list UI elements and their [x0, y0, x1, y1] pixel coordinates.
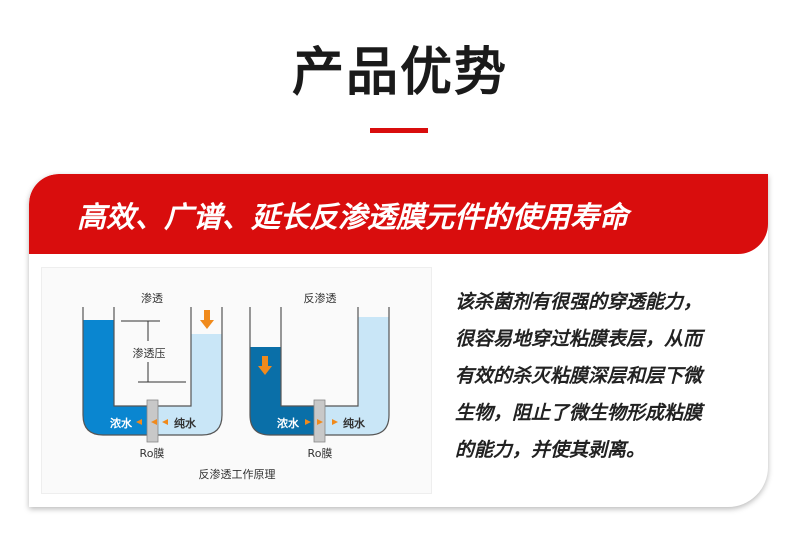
membrane-label: Ro膜 [308, 447, 333, 460]
pure-label: 纯水 [174, 416, 197, 430]
pressure-label: 渗透压 [133, 346, 166, 360]
page-title: 产品优势 [291, 43, 508, 103]
left-arrow-icon [136, 419, 168, 425]
title-underline [370, 128, 428, 133]
concentrated-label: 浓水 [110, 416, 133, 430]
reverse-osmosis-title: 反渗透 [304, 291, 337, 305]
membrane-label: Ro膜 [140, 447, 165, 460]
pure-label: 纯水 [343, 416, 366, 430]
membrane [146, 399, 159, 443]
osmosis-title: 渗透 [141, 291, 163, 305]
down-arrow-icon [258, 356, 272, 375]
description: 该杀菌剂有很强的穿透能力， 很容易地穿过粘膜表层，从而 有效的杀灭粘膜深层和层下… [455, 284, 765, 469]
reverse-osmosis-tube: 反渗透 浓水 纯水 Ro膜 [249, 291, 390, 460]
advantage-card: 高效、广谱、延长反渗透膜元件的使用寿命 渗透 渗透压 浓水 纯水 Ro [29, 174, 768, 507]
right-arrow-icon [305, 419, 338, 425]
description-line: 该杀菌剂有很强的穿透能力， [455, 291, 703, 313]
description-line: 很容易地穿过粘膜表层，从而 [455, 328, 703, 350]
concentrated-label: 浓水 [277, 416, 300, 430]
reverse-osmosis-diagram: 渗透 渗透压 浓水 纯水 Ro膜 反渗透 浓水 纯水 Ro膜 反渗透工作原理 [41, 267, 432, 494]
down-arrow-icon [200, 310, 214, 329]
banner-text: 高效、广谱、延长反渗透膜元件的使用寿命 [77, 200, 629, 234]
description-line: 有效的杀灭粘膜深层和层下微 [455, 365, 703, 387]
osmosis-tube: 渗透 渗透压 浓水 纯水 Ro膜 [82, 291, 223, 460]
description-line: 的能力，并使其剥离。 [455, 439, 646, 461]
description-line: 生物，阻止了微生物形成粘膜 [455, 402, 703, 424]
banner: 高效、广谱、延长反渗透膜元件的使用寿命 [29, 174, 768, 254]
diagram-caption: 反渗透工作原理 [199, 467, 276, 481]
